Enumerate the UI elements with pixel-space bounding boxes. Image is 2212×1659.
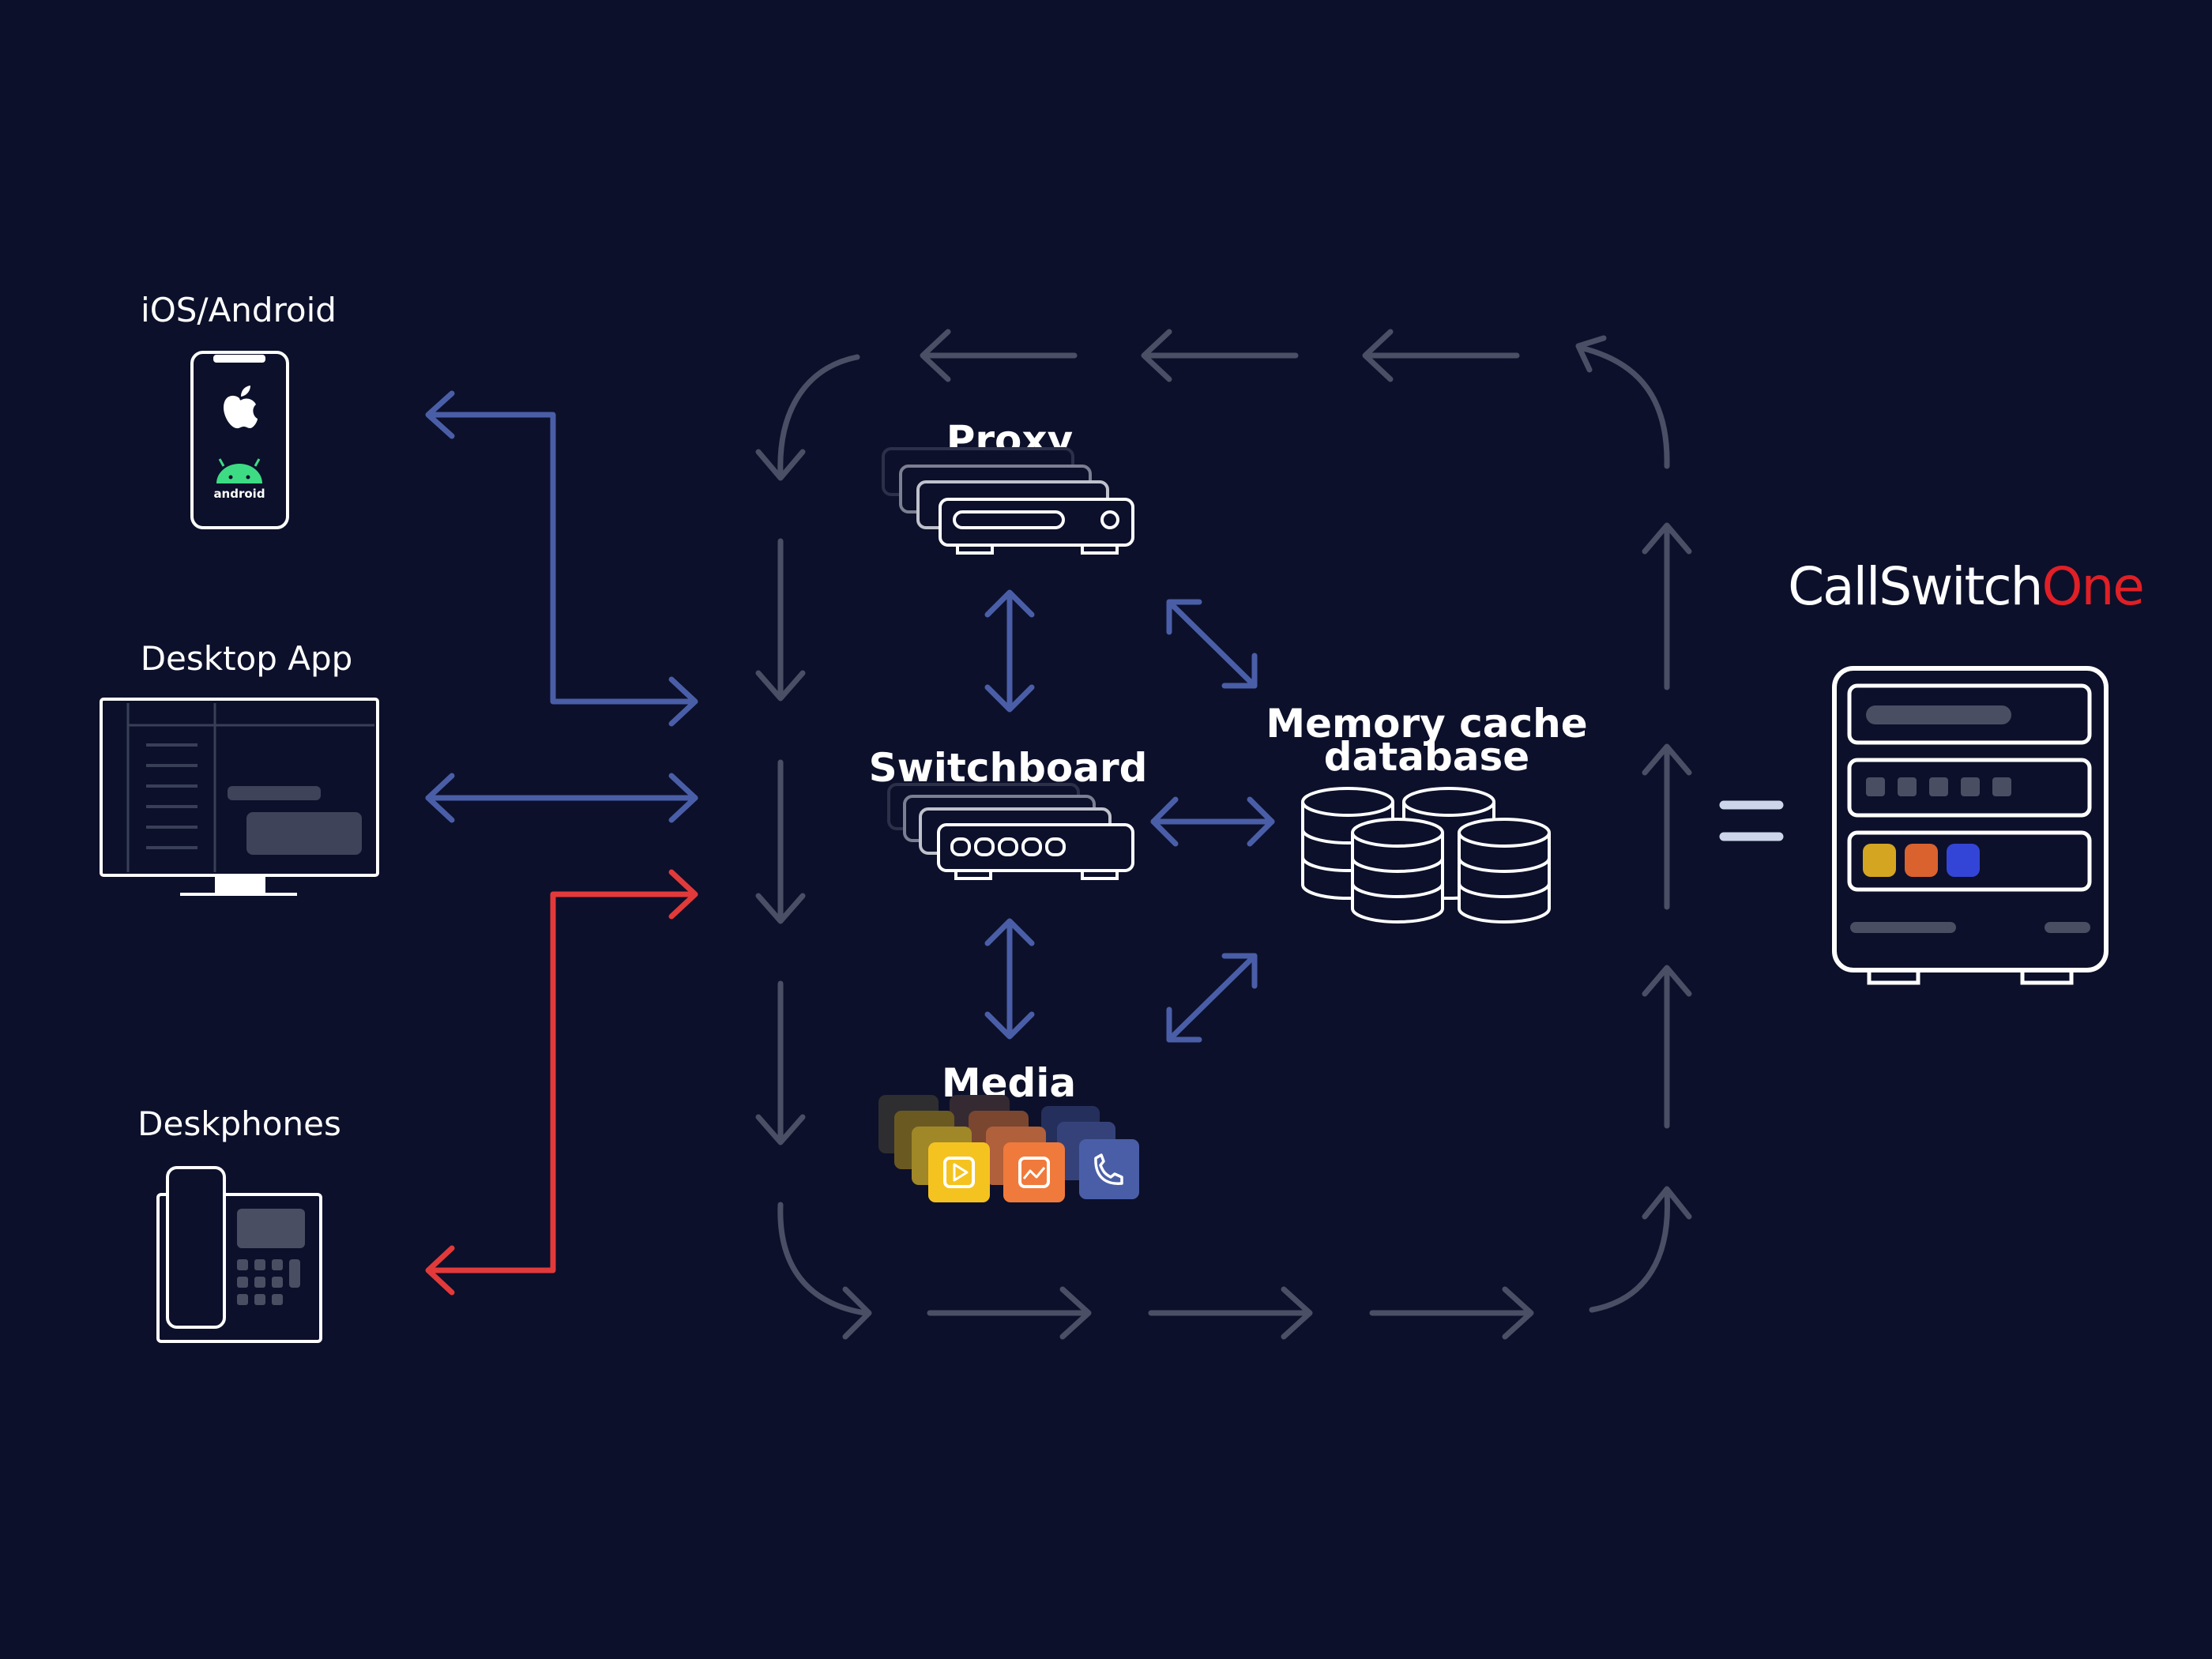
proxy-switchboard-arrow (984, 589, 1035, 713)
loop-arrow-right-1 (1642, 965, 1692, 1129)
database-icon (1301, 787, 1551, 924)
processing-loop (755, 329, 1692, 1340)
database-cylinder-front-left (1351, 818, 1444, 924)
deskphones-label: Deskphones (137, 1104, 341, 1143)
deskphone-icon (156, 1166, 322, 1343)
loop-arrow-left-2 (755, 759, 806, 924)
deskphone-connection-arrow (425, 869, 698, 1296)
loop-arrow-right-3 (1642, 522, 1692, 690)
brand-name-part1: CallSwitch (1788, 556, 2041, 617)
media-cache-arrow (1166, 953, 1258, 1043)
switchboard-cache-arrow (1150, 796, 1275, 847)
ios-android-label: iOS/Android (141, 291, 337, 329)
loop-arrow-right-2 (1642, 743, 1692, 910)
loop-arrow-top-2 (1141, 329, 1299, 382)
internal-arrows (984, 589, 1275, 1043)
media-image-file (1003, 1142, 1065, 1202)
brand-name-part2: One (2042, 556, 2143, 617)
loop-arrow-left-1 (755, 538, 806, 702)
database-cylinder-front-right (1458, 818, 1551, 924)
switchboard-server-icon (887, 783, 1134, 880)
loop-corner-bottom-right (1589, 1186, 1692, 1313)
proxy-server-icon (882, 447, 1134, 555)
loop-arrow-bottom-2 (1148, 1286, 1313, 1340)
callswitch-server-icon (1832, 666, 2109, 985)
equals-icon (1719, 800, 1784, 841)
loop-arrow-top-3 (1362, 329, 1520, 382)
callswitch-logo: CallSwitchOne (1788, 556, 2143, 617)
loop-arrow-bottom-3 (1369, 1286, 1534, 1340)
switchboard-media-arrow (984, 918, 1035, 1040)
ios-connection-arrow (425, 390, 698, 727)
loop-corner-top-right (1575, 335, 1670, 469)
proxy-cache-arrow (1166, 599, 1258, 689)
loop-arrow-left-3 (755, 980, 806, 1146)
android-icon: android (213, 458, 265, 501)
loop-corner-bottom-left (777, 1202, 872, 1340)
apple-icon (224, 386, 258, 429)
desktop-connection-arrow (425, 773, 698, 823)
loop-corner-top-left (755, 354, 860, 481)
memory-cache-label-line2: database (1324, 734, 1529, 780)
memory-cache-label-line1: Memory cache (1266, 701, 1587, 747)
desktop-app-label: Desktop App (141, 639, 353, 678)
loop-arrow-top-1 (920, 329, 1078, 382)
loop-arrow-bottom-1 (927, 1286, 1092, 1340)
media-files-icon (878, 1095, 1139, 1202)
phone-icon: android (190, 351, 289, 529)
client-arrows (425, 390, 698, 1296)
media-call-file (1079, 1139, 1139, 1199)
media-video-file (928, 1142, 990, 1202)
android-logo-text: android (213, 487, 265, 501)
monitor-icon (100, 698, 379, 896)
